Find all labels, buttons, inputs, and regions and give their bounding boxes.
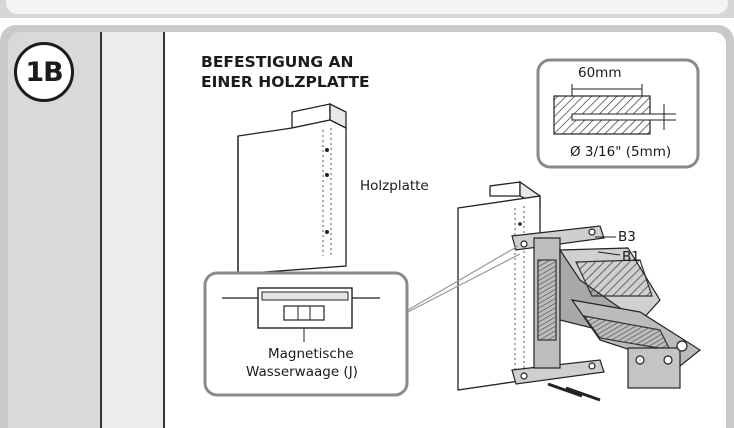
part-label-b3: B3 xyxy=(618,229,636,245)
bubble-vial xyxy=(283,305,325,321)
wood-panel-left xyxy=(237,102,347,275)
leader-line-b1 xyxy=(597,251,621,256)
pilot-hole xyxy=(325,148,329,152)
step-title-line1: BEFESTIGUNG AN xyxy=(201,53,354,71)
step-title-line2: EINER HOLZPLATTE xyxy=(201,73,370,91)
drill-diameter-label: Ø 3/16" (5mm) xyxy=(570,144,672,160)
divider-column xyxy=(100,32,165,428)
level-label-line1: Magnetische xyxy=(268,346,354,362)
level-callout xyxy=(203,271,409,397)
zoom-line xyxy=(407,245,519,311)
pilot-hole xyxy=(518,222,522,226)
level-label-line2: Wasserwaage (J) xyxy=(246,364,358,380)
drill-depth-label: 60mm xyxy=(578,65,622,81)
previous-step-panel xyxy=(0,0,734,18)
wood-panel-right xyxy=(457,180,541,391)
wall-mount-bracket xyxy=(511,225,702,402)
step-badge: 1B xyxy=(14,42,74,102)
pilot-hole xyxy=(325,173,329,177)
wood-panel-label: Holzplatte xyxy=(360,178,429,194)
step-title: BEFESTIGUNG AN EINER HOLZPLATTE xyxy=(201,52,370,92)
previous-step-panel-inner xyxy=(6,0,728,14)
pilot-hole xyxy=(325,230,329,234)
zoom-line xyxy=(407,253,521,313)
part-label-b1: B1 xyxy=(622,249,640,265)
drill-detail-callout xyxy=(536,58,700,169)
